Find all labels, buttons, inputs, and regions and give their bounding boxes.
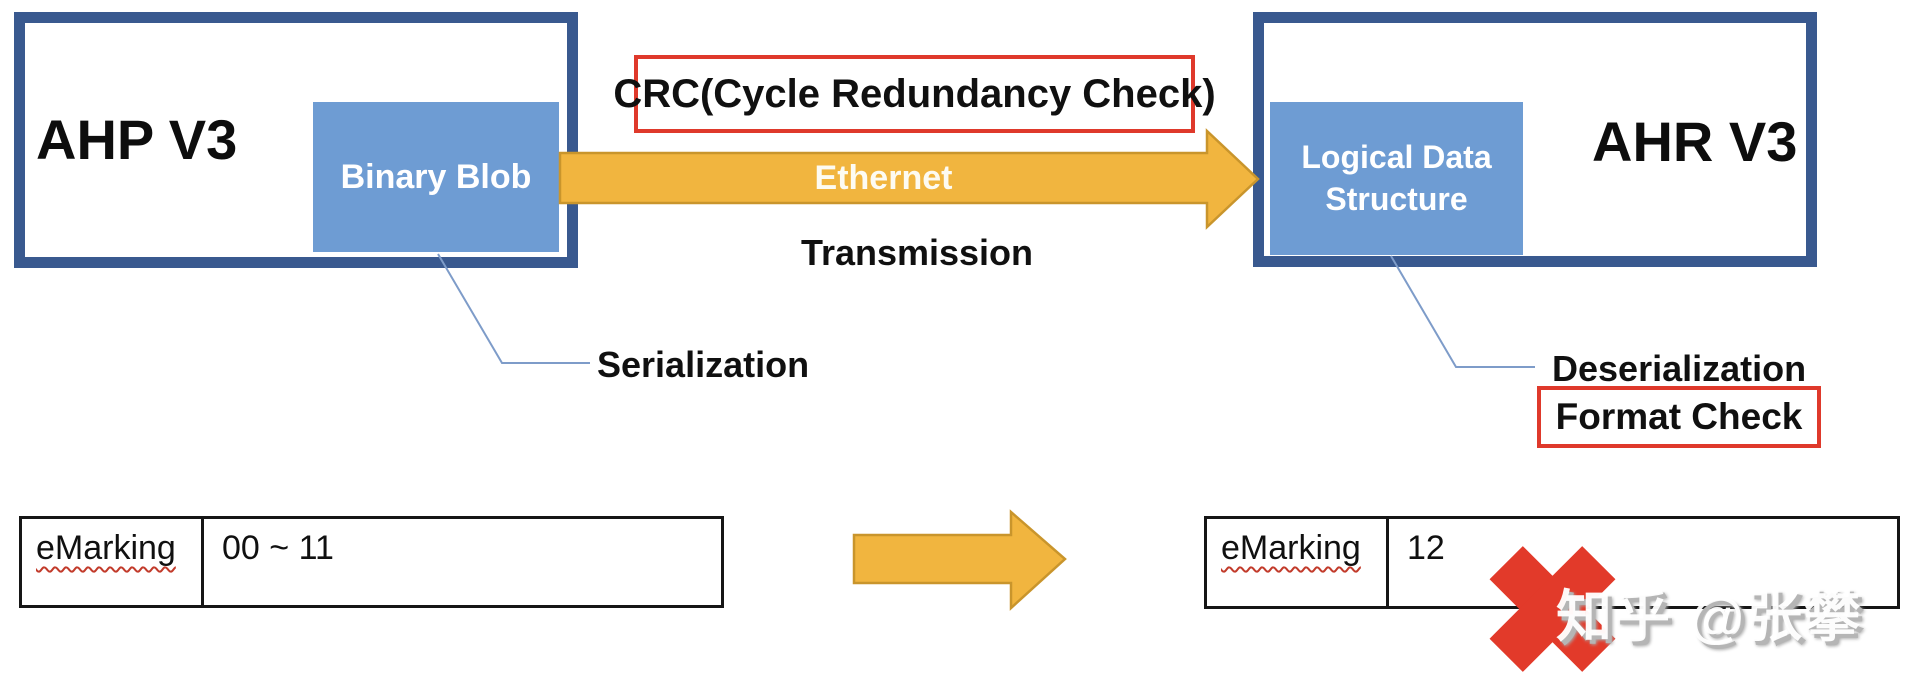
receiver-payload-box: Logical Data Structure (1270, 102, 1523, 255)
table-key-cell: eMarking (1207, 519, 1389, 606)
watermark-text: 知乎 @张攀 (1556, 585, 1863, 648)
serialization-label: Serialization (597, 344, 810, 385)
transmission-caption: Transmission (800, 232, 1034, 273)
sender-system-title: AHP V3 (36, 108, 238, 171)
format-check-box: Format Check (1537, 386, 1821, 448)
sender-emarking-table: eMarking 00 ~ 11 (19, 516, 724, 608)
deserialization-callout-line (1390, 255, 1535, 368)
receiver-table-value: 12 (1407, 529, 1445, 567)
crc-check-box: CRC(Cycle Redundancy Check) (613, 55, 1216, 133)
deserialization-label: Deserialization (1552, 348, 1807, 389)
sender-table-key: eMarking (36, 529, 176, 567)
receiver-table-key: eMarking (1221, 529, 1361, 567)
transform-arrow-icon (852, 509, 1067, 611)
table-key-cell: eMarking (22, 519, 204, 605)
ethernet-channel-label: Ethernet (814, 158, 953, 197)
sender-table-value: 00 ~ 11 (222, 529, 334, 567)
sender-payload-box: Binary Blob (313, 102, 559, 252)
serialization-callout-line (437, 253, 590, 364)
receiver-system-title: AHR V3 (1592, 110, 1798, 173)
